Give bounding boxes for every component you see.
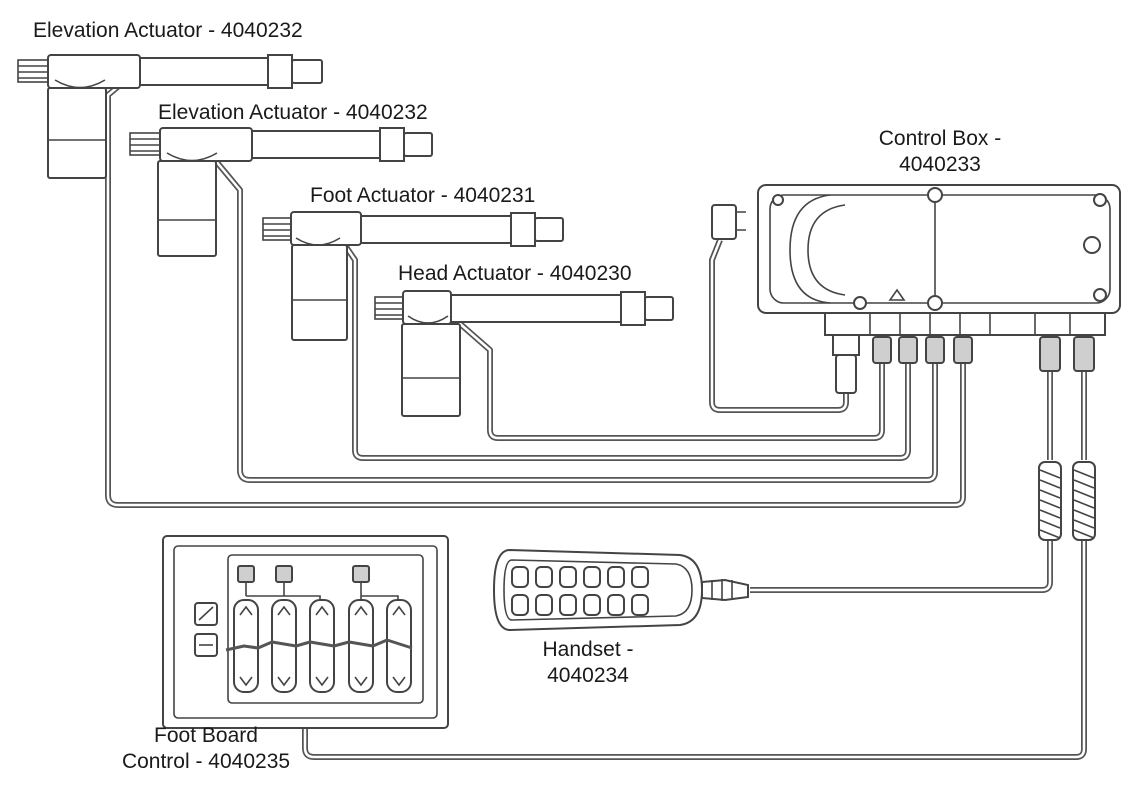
handset-label: Handset - 4040234	[518, 637, 658, 689]
foot-actuator	[262, 211, 564, 341]
handset-buttons	[511, 566, 649, 616]
coiled-cords	[1038, 461, 1096, 541]
handset-label-line2: 4040234	[547, 664, 629, 687]
handset	[492, 548, 749, 632]
handset-footboard-cables	[302, 370, 1087, 760]
foot-board-label-line2: Control - 4040235	[121, 750, 291, 773]
head-actuator	[374, 290, 674, 417]
foot-actuator-label: Foot Actuator - 4040231	[310, 184, 536, 207]
foot-board-label-line1: Foot Board	[154, 724, 258, 747]
foot-board-control	[162, 535, 449, 729]
elevation-actuator-1	[17, 54, 323, 179]
control-box-label: Control Box - 4040233	[860, 126, 1020, 178]
elevation-actuator-1-label: Elevation Actuator - 4040232	[33, 19, 303, 42]
elevation-actuator-2	[129, 127, 433, 257]
actuator-cables	[105, 82, 966, 508]
handset-label-line1: Handset -	[542, 638, 634, 661]
control-box-label-line1: Control Box -	[878, 127, 1002, 150]
foot-board-label: Foot Board Control - 4040235	[108, 723, 304, 775]
control-box-label-line2: 4040233	[899, 153, 981, 176]
elevation-actuator-2-label: Elevation Actuator - 4040232	[158, 101, 428, 124]
control-box	[711, 184, 1121, 394]
head-actuator-label: Head Actuator - 4040230	[398, 262, 632, 285]
